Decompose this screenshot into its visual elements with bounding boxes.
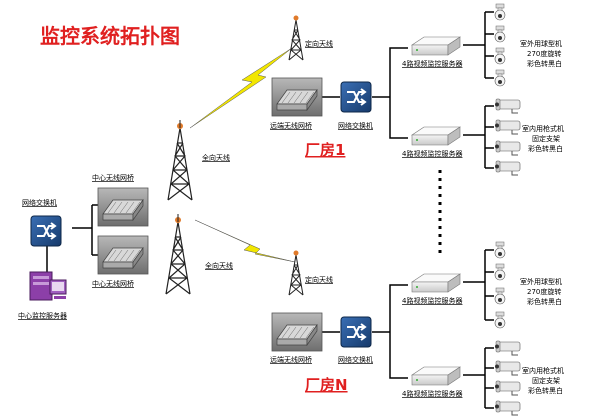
roomN-directional-antenna [288,250,304,296]
switch-icon [340,81,372,113]
omni-antenna-bottom [165,213,191,295]
roomN-video-server-top-label: 4路视频监控服务器 [402,296,462,305]
roomN-remote-bridge[interactable] [271,312,323,352]
room1-bullet-desc-1: 室内用枪式机 [522,124,564,133]
room1-name: 厂房1 [305,141,345,159]
omni-antenna-top [167,119,193,201]
roomN-bullet-desc-3: 彩色转黑白 [528,386,563,395]
roomN-dome-cameras [494,241,506,329]
bullet-camera-icon [494,160,521,176]
bridge-icon [271,312,323,352]
switch-icon [30,215,62,247]
dome-camera-icon [494,3,506,21]
roomN-name: 厂房N [305,376,348,394]
bullet-camera-icon [494,380,521,396]
video-server-icon [411,126,461,146]
room1-video-server-top[interactable] [411,36,461,56]
room1-video-server-top-label: 4路视频监控服务器 [402,59,462,68]
roomN-video-server-bottom-label: 4路视频监控服务器 [402,389,462,398]
dome-camera-icon [494,311,506,329]
bridge-icon [97,187,149,227]
dome-camera-icon [494,69,506,87]
wireless-link-bolt-2 [194,219,296,263]
diagram-title: 监控系统拓扑图 [40,24,180,48]
bullet-camera-icon [494,119,521,135]
center-bridge-bottom[interactable] [97,235,149,275]
switch-icon [340,316,372,348]
dome-camera-icon [494,241,506,259]
room1-dome-cameras [494,3,506,87]
room1-switch[interactable] [340,81,372,113]
roomN-bridge-label: 远端无线网桥 [270,355,312,364]
roomN-switch-label: 网络交换机 [338,355,373,364]
center-switch[interactable] [30,215,62,247]
center-bridge-top[interactable] [97,187,149,227]
bridge-icon [271,77,323,117]
room1-bullet-desc-2: 固定支架 [532,134,560,143]
bullet-camera-icon [494,360,521,376]
roomN-video-server-bottom[interactable] [411,366,461,386]
room1-bullet-desc-3: 彩色转黑白 [528,144,563,153]
roomN-video-server-top[interactable] [411,273,461,293]
bullet-camera-icon [494,98,521,114]
room1-directional-antenna [288,15,304,61]
roomN-directional-antenna-label: 定向天线 [305,275,333,284]
video-server-icon [411,366,461,386]
directional-antenna-icon [288,15,304,61]
bullet-camera-icon [494,340,521,356]
roomN-dome-desc-3: 彩色转黑白 [527,297,562,306]
center-bridge-bottom-label: 中心无线网桥 [92,279,134,288]
room1-video-server-bottom-label: 4路视频监控服务器 [402,149,462,158]
wireless-link-bolt-1 [189,47,293,129]
center-bridge-top-label: 中心无线网桥 [92,173,134,182]
room1-video-server-bottom[interactable] [411,126,461,146]
dome-camera-icon [494,263,506,281]
room1-dome-desc-2: 270度旋转 [527,49,561,58]
video-server-icon [411,36,461,56]
roomN-bullet-desc-2: 固定支架 [532,376,560,385]
video-server-icon [411,273,461,293]
room1-switch-label: 网络交换机 [338,121,373,130]
roomN-switch[interactable] [340,316,372,348]
directional-antenna-icon [288,250,304,296]
roomN-dome-desc-2: 270度旋转 [527,287,561,296]
omni-antenna-icon [165,213,191,295]
center-switch-label: 网络交换机 [22,198,57,207]
omni-antenna-label: 全向天线 [202,153,230,162]
room1-remote-bridge[interactable] [271,77,323,117]
room1-dome-desc-3: 彩色转黑白 [527,59,562,68]
dome-camera-icon [494,287,506,305]
bullet-camera-icon [494,140,521,156]
roomN-bullet-desc-1: 室内用枪式机 [522,366,564,375]
connection-lines [46,11,494,409]
omni-antenna-label-2: 全向天线 [205,261,233,270]
omni-antenna-icon [167,119,193,201]
bullet-camera-icon [494,400,521,416]
center-monitoring-server[interactable] [29,271,67,301]
bridge-icon [97,235,149,275]
roomN-bullet-cameras [494,340,521,416]
dome-camera-icon [494,47,506,65]
room1-directional-antenna-label: 定向天线 [305,39,333,48]
center-server-label: 中心监控服务器 [18,311,67,320]
room1-dome-desc-1: 室外用球型机 [520,39,562,48]
roomN-dome-desc-1: 室外用球型机 [520,277,562,286]
room1-bridge-label: 远端无线网桥 [270,121,312,130]
room1-bullet-cameras [494,98,521,176]
dome-camera-icon [494,25,506,43]
